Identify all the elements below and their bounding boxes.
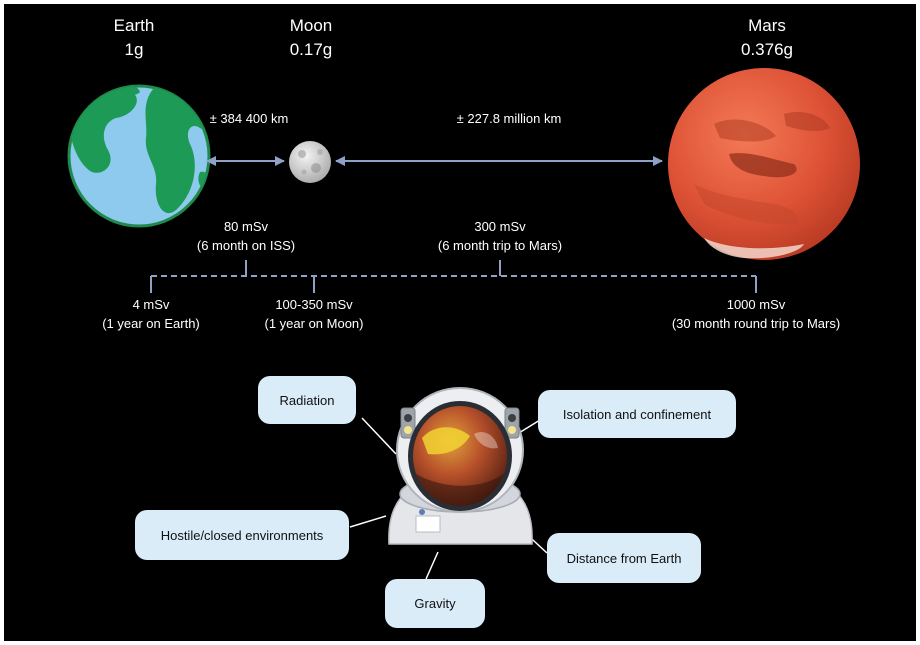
moon-gravity: 0.17g bbox=[289, 40, 333, 59]
dose-earth-desc: (1 year on Earth) bbox=[102, 316, 200, 331]
radiation-timeline bbox=[150, 260, 757, 293]
dose-iss-value: 80 mSv bbox=[223, 219, 269, 234]
moon-body bbox=[289, 141, 331, 183]
diagram-artwork bbox=[67, 68, 860, 580]
dose-roundtrip-value: 1000 mSv bbox=[726, 297, 786, 312]
hazard-hostile-environments: Hostile/closed environments bbox=[135, 510, 349, 560]
dose-earth-value: 4 mSv bbox=[132, 297, 170, 312]
earth-name: Earth bbox=[113, 16, 155, 35]
dose-iss-desc: (6 month on ISS) bbox=[196, 238, 296, 253]
dose-mars-trip-value: 300 mSv bbox=[474, 219, 526, 234]
moon-mars-distance: ± 227.8 million km bbox=[456, 111, 562, 126]
astronaut-helmet bbox=[388, 387, 533, 545]
hazard-distance: Distance from Earth bbox=[547, 533, 701, 583]
moon-name: Moon bbox=[289, 16, 333, 35]
diagram-canvas: Earth 1g Moon 0.17g Mars 0.376g ± 384 40… bbox=[4, 4, 916, 641]
earth-moon-distance: ± 384 400 km bbox=[209, 111, 289, 126]
mars-planet bbox=[668, 68, 860, 260]
dose-roundtrip-desc: (30 month round trip to Mars) bbox=[671, 316, 841, 331]
dose-moon-value: 100-350 mSv bbox=[275, 297, 353, 312]
hazard-gravity: Gravity bbox=[385, 579, 485, 628]
mars-gravity: 0.376g bbox=[741, 40, 793, 59]
hazard-radiation: Radiation bbox=[258, 376, 356, 424]
earth-gravity: 1g bbox=[124, 40, 144, 59]
mars-name: Mars bbox=[748, 16, 786, 35]
dose-mars-trip-desc: (6 month trip to Mars) bbox=[437, 238, 563, 253]
dose-moon-desc: (1 year on Moon) bbox=[264, 316, 364, 331]
earth-planet bbox=[67, 84, 211, 228]
hazard-isolation: Isolation and confinement bbox=[538, 390, 736, 438]
